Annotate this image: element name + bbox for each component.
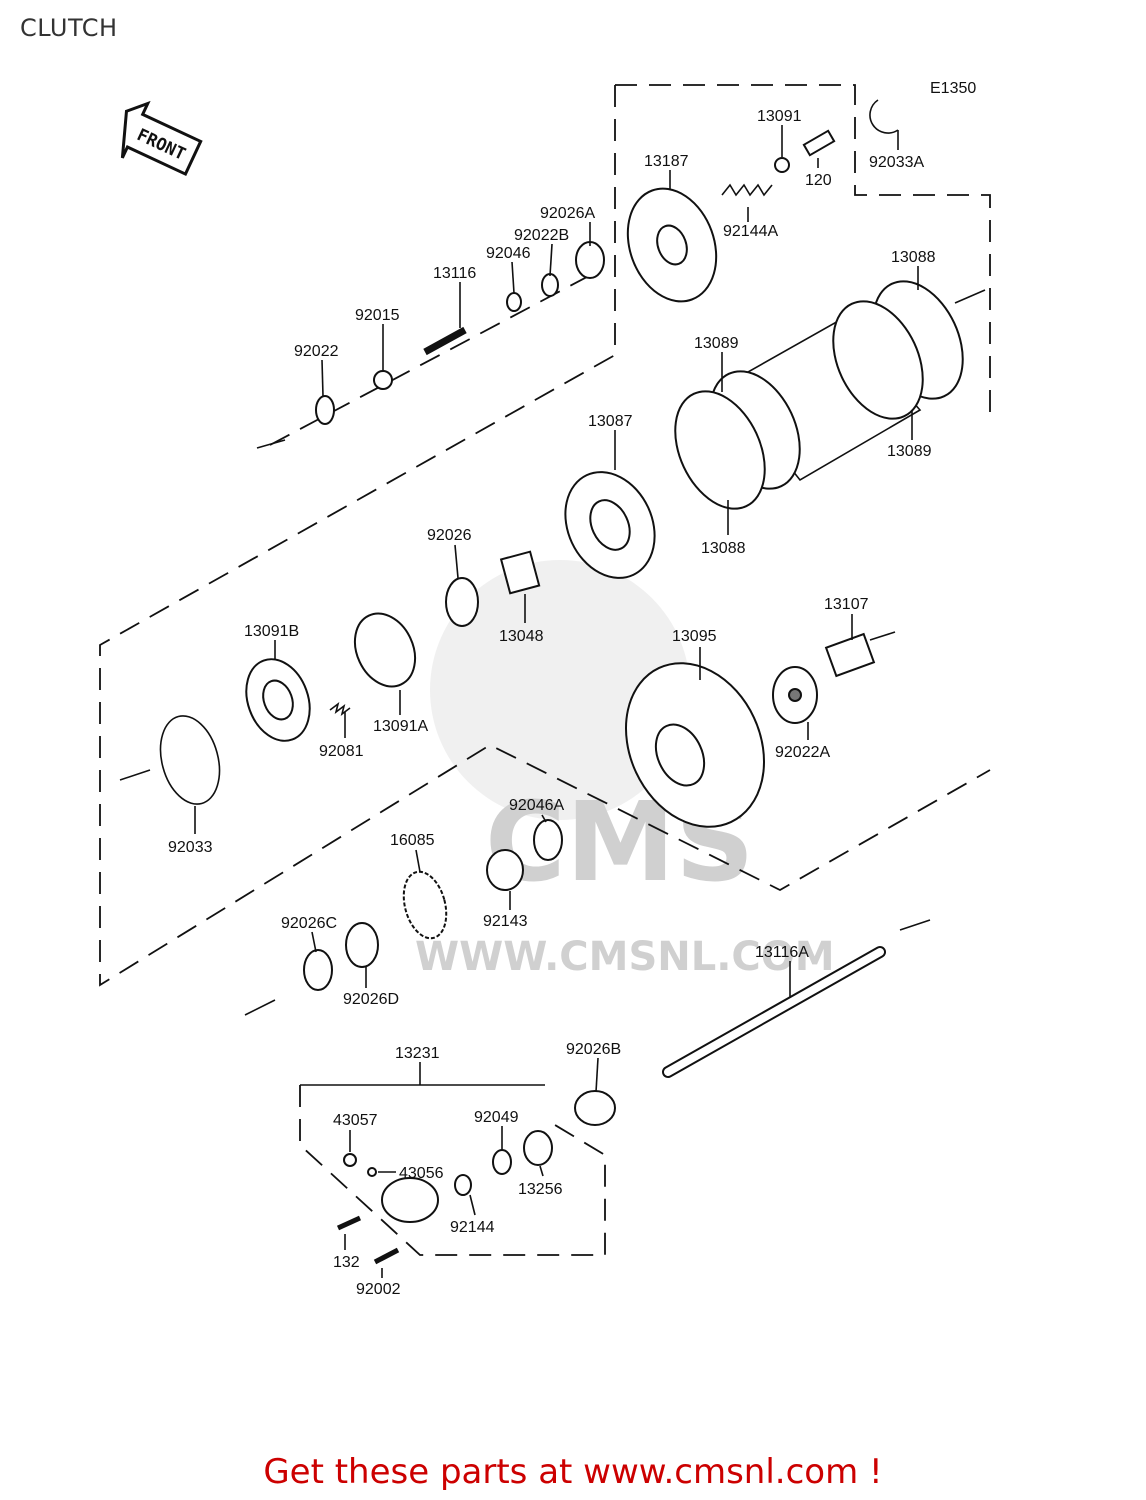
part-label-92026A[interactable]: 92026A xyxy=(540,205,595,222)
part-label-13116[interactable]: 13116 xyxy=(433,265,476,282)
page-title: CLUTCH xyxy=(20,14,118,42)
part-label-92046A[interactable]: 92046A xyxy=(509,797,564,814)
part-label-13089-bottom[interactable]: 13089 xyxy=(887,443,932,460)
front-arrow-icon: FRONT xyxy=(120,100,203,177)
part-label-92033A[interactable]: 92033A xyxy=(869,154,924,171)
part-label-92022B[interactable]: 92022B xyxy=(514,227,569,244)
watermark-url: WWW.CMSNL.COM xyxy=(415,934,835,980)
part-label-92033[interactable]: 92033 xyxy=(168,839,213,856)
diagram-code: E1350 xyxy=(930,80,976,97)
part-label-13091A[interactable]: 13091A xyxy=(373,718,428,735)
part-label-92002[interactable]: 92002 xyxy=(356,1281,401,1298)
part-label-92015[interactable]: 92015 xyxy=(355,307,400,324)
footer-cta-link[interactable]: Get these parts at www.cmsnl.com ! xyxy=(263,1452,883,1492)
part-label-13088-bottom[interactable]: 13088 xyxy=(701,540,746,557)
part-label-120[interactable]: 120 xyxy=(805,172,832,189)
part-label-92144A[interactable]: 92144A xyxy=(723,223,778,240)
part-label-92143[interactable]: 92143 xyxy=(483,913,528,930)
part-label-13088-top[interactable]: 13088 xyxy=(891,249,936,266)
part-label-13256[interactable]: 13256 xyxy=(518,1181,563,1198)
part-label-92022[interactable]: 92022 xyxy=(294,343,339,360)
part-label-92026C[interactable]: 92026C xyxy=(281,915,337,932)
part-label-92026B[interactable]: 92026B xyxy=(566,1041,621,1058)
part-label-13048[interactable]: 13048 xyxy=(499,628,544,645)
cmsnl-watermark: CMS WWW.CMSNL.COM xyxy=(415,560,835,980)
part-shapes xyxy=(159,99,964,1265)
part-label-92046[interactable]: 92046 xyxy=(486,245,531,262)
part-label-16085[interactable]: 16085 xyxy=(390,832,435,849)
part-label-92081[interactable]: 92081 xyxy=(319,743,364,760)
part-label-43056[interactable]: 43056 xyxy=(399,1165,444,1182)
part-label-13095[interactable]: 13095 xyxy=(672,628,717,645)
direction-arrows xyxy=(119,289,986,1016)
part-labels: 13091 120 92033A 13187 92144A 92026A 920… xyxy=(168,108,936,1298)
part-label-13089-top[interactable]: 13089 xyxy=(694,335,739,352)
part-label-13091B[interactable]: 13091B xyxy=(244,623,299,640)
part-label-92026D[interactable]: 92026D xyxy=(343,991,399,1008)
leader-lines xyxy=(194,125,919,1278)
assembly-boundary xyxy=(99,84,991,1256)
part-label-92049[interactable]: 92049 xyxy=(474,1109,519,1126)
part-label-92022A[interactable]: 92022A xyxy=(775,744,830,761)
part-label-132[interactable]: 132 xyxy=(333,1254,360,1271)
part-label-13087[interactable]: 13087 xyxy=(588,413,633,430)
part-label-43057[interactable]: 43057 xyxy=(333,1112,378,1129)
part-label-13116A[interactable]: 13116A xyxy=(755,944,809,961)
part-label-13231[interactable]: 13231 xyxy=(395,1045,440,1062)
part-label-13187[interactable]: 13187 xyxy=(644,153,689,170)
part-label-13107[interactable]: 13107 xyxy=(824,596,869,613)
part-label-92026[interactable]: 92026 xyxy=(427,527,472,544)
part-label-92144[interactable]: 92144 xyxy=(450,1219,495,1236)
part-label-13091[interactable]: 13091 xyxy=(757,108,802,125)
